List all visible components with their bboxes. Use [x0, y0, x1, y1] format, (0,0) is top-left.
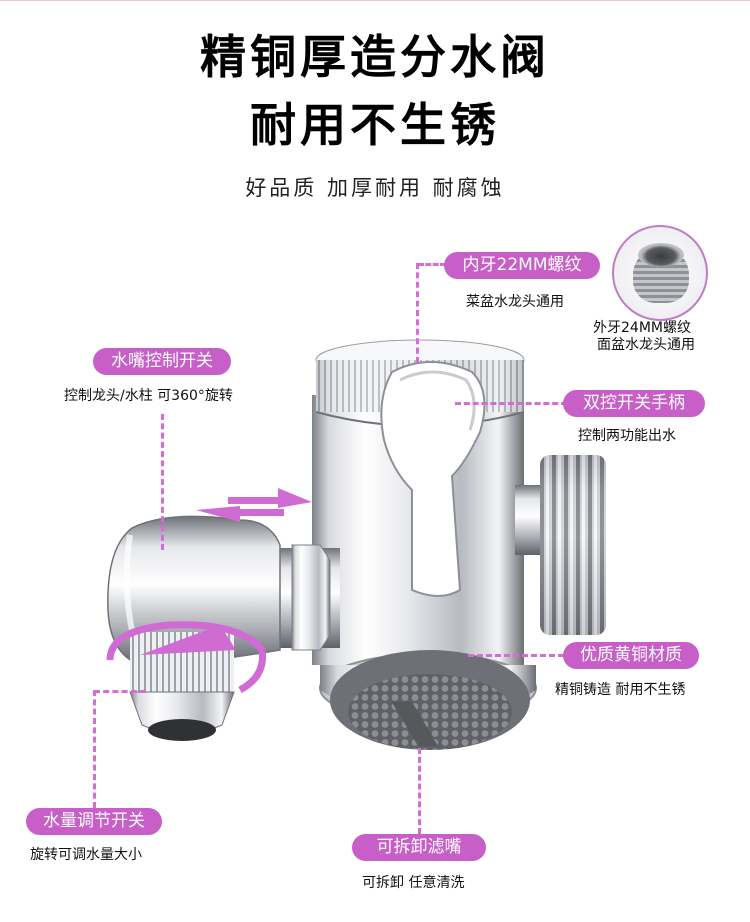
- desc-brass-material: 精铜铸造 耐用不生锈: [555, 682, 686, 698]
- desc-outer-thread-line1: 外牙24MM螺纹: [593, 320, 691, 336]
- outer-thread-adapter-image: [612, 225, 708, 321]
- label-filter-nozzle: 可拆卸滤嘴: [352, 834, 486, 861]
- top-border: [0, 0, 750, 1]
- page-title-line1: 精铜厚造分水阀: [200, 30, 550, 84]
- label-flow-switch: 水量调节开关: [26, 808, 162, 835]
- callout-line-spout-switch: [161, 414, 164, 550]
- desc-spout-switch: 控制龙头/水柱 可360°旋转: [64, 388, 233, 404]
- double-arrow-icon: [196, 488, 312, 522]
- label-inner-thread: 内牙22MM螺纹: [444, 252, 600, 279]
- desc-flow-switch: 旋转可调水量大小: [30, 847, 142, 863]
- callout-line-inner-thread-h: [418, 263, 446, 266]
- desc-filter-nozzle: 可拆卸 任意清洗: [362, 875, 465, 891]
- callout-line-dual-handle: [455, 402, 567, 405]
- label-spout-switch: 水嘴控制开关: [93, 348, 231, 375]
- label-dual-handle: 双控开关手柄: [563, 390, 705, 417]
- callout-line-filter: [418, 748, 421, 834]
- desc-dual-handle: 控制两功能出水: [578, 428, 676, 444]
- callout-line-brass: [468, 654, 564, 657]
- callout-line-flow-switch-v: [93, 690, 96, 808]
- callout-line-flow-switch-h: [94, 690, 146, 693]
- page-title-line2: 耐用不生锈: [250, 98, 500, 152]
- callout-line-inner-thread-v: [416, 263, 419, 363]
- desc-inner-thread: 菜盆水龙头通用: [466, 294, 564, 310]
- desc-outer-thread-line2: 面盆水龙头通用: [597, 337, 695, 353]
- label-brass-material: 优质黄铜材质: [563, 642, 699, 669]
- page-subtitle: 好品质 加厚耐用 耐腐蚀: [245, 176, 505, 200]
